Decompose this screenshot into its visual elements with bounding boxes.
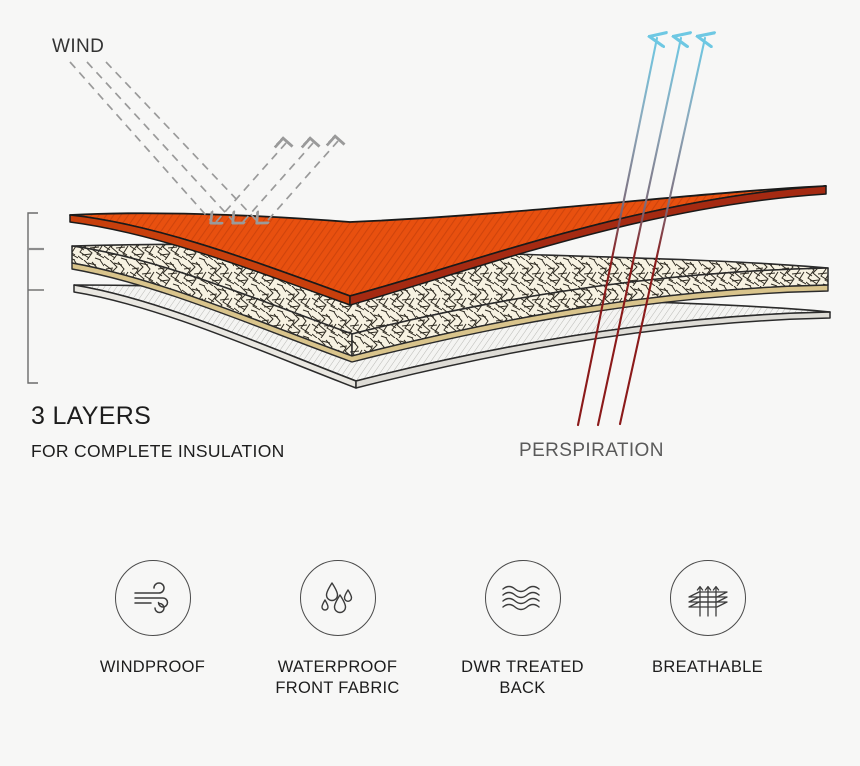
headline-3-layers: 3 LAYERS bbox=[31, 402, 152, 430]
layer-outer-shell bbox=[69, 185, 827, 306]
layer-bracket bbox=[27, 212, 44, 384]
breathable-layers-icon bbox=[669, 560, 746, 636]
feature-label: WINDPROOF bbox=[99, 658, 206, 676]
water-drops-icon bbox=[299, 560, 376, 636]
wind-icon bbox=[114, 560, 191, 636]
wind-label: WIND bbox=[52, 36, 105, 57]
feature-label: DWR TREATED BACK bbox=[461, 658, 584, 697]
feature-waterproof[interactable]: WATERPROOF FRONT FABRIC bbox=[245, 560, 430, 699]
feature-label: BREATHABLE bbox=[652, 658, 763, 676]
feature-breathable[interactable]: BREATHABLE bbox=[615, 560, 800, 678]
subheadline-insulation: FOR COMPLETE INSULATION bbox=[31, 441, 285, 461]
wind-arrows bbox=[69, 61, 338, 222]
feature-list: WINDPROOF WATERPROOF FRONT FABRIC DWR TR… bbox=[0, 560, 860, 740]
waves-icon bbox=[484, 560, 561, 636]
feature-label: WATERPROOF FRONT FABRIC bbox=[275, 658, 400, 697]
layer-insulation bbox=[71, 243, 829, 363]
feature-windproof[interactable]: WINDPROOF bbox=[60, 560, 245, 678]
feature-dwr-treated[interactable]: DWR TREATED BACK bbox=[430, 560, 615, 699]
perspiration-label: PERSPIRATION bbox=[519, 440, 664, 461]
perspiration-arrows bbox=[576, 38, 705, 427]
